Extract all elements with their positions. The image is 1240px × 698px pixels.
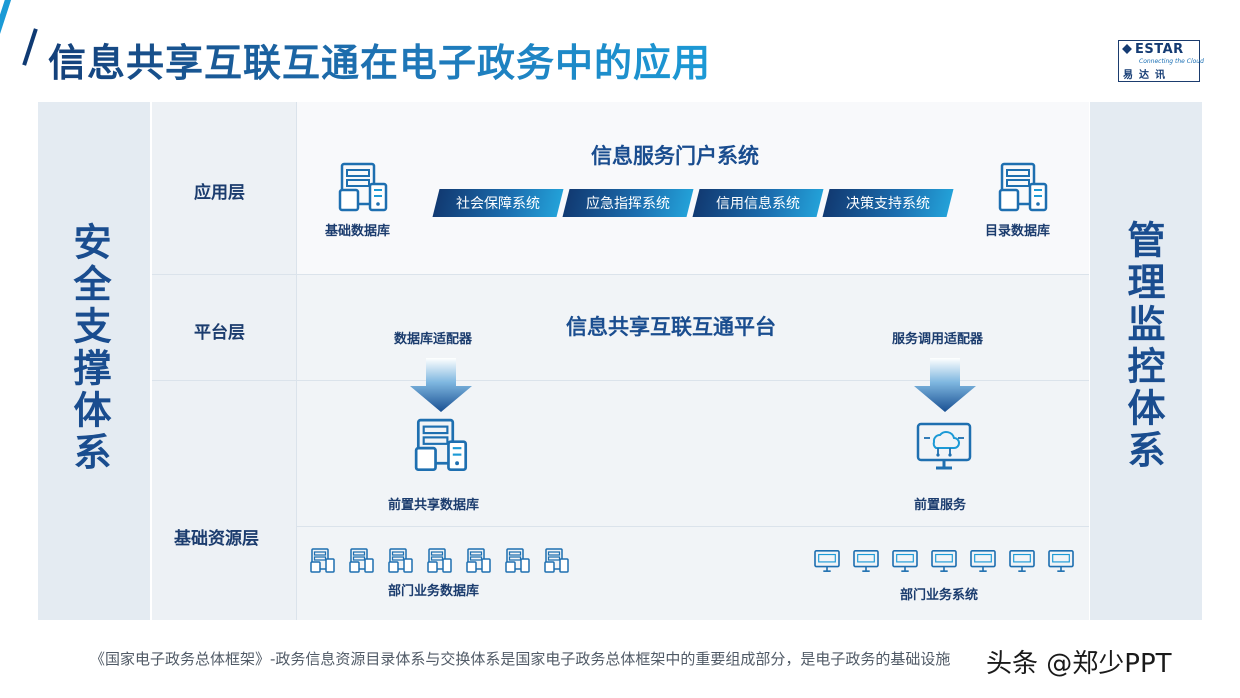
cloud-monitor-icon — [916, 418, 972, 474]
db-adapter-label: 数据库适配器 — [394, 332, 473, 347]
dept-db-label: 部门业务数据库 — [388, 584, 480, 599]
dept-system-icon — [814, 549, 840, 573]
front-db-icon — [414, 418, 470, 474]
dept-system-icon — [1048, 549, 1074, 573]
footer-caption: 《国家电子政务总体框架》-政务信息资源目录体系与交换体系是国家电子政务总体框架中… — [90, 650, 951, 668]
system-pill-label: 应急指挥系统 — [586, 196, 670, 212]
database-icon — [338, 162, 390, 214]
system-pill[interactable]: 社会保障系统 — [432, 189, 564, 217]
layer-label-platform: 平台层 — [194, 323, 245, 343]
catalog-db-label: 目录数据库 — [985, 224, 1051, 239]
dept-database-icon — [388, 548, 414, 574]
system-pill-label: 决策支持系统 — [846, 196, 930, 212]
logo-mark-icon — [1122, 44, 1132, 54]
layer-column — [152, 102, 296, 620]
layer-label-app: 应用层 — [194, 183, 245, 203]
dept-database-icon — [466, 548, 492, 574]
dept-database-icon — [349, 548, 375, 574]
divider — [297, 526, 1089, 527]
down-arrow-icon — [408, 358, 474, 412]
front-db-label: 前置共享数据库 — [388, 498, 480, 513]
decor-slash — [0, 0, 14, 116]
dept-system-icon — [892, 549, 918, 573]
security-system-label: 安全支撑体系 — [67, 222, 111, 474]
dept-system-icon — [970, 549, 996, 573]
dept-database-icon — [427, 548, 453, 574]
logo-cn: 易达讯 — [1123, 70, 1171, 81]
database-icon — [998, 162, 1050, 214]
dept-database-icon — [544, 548, 570, 574]
system-pill-label: 信用信息系统 — [716, 196, 800, 212]
monitor-panel — [1090, 102, 1202, 620]
app-layer-row — [297, 102, 1089, 274]
base-db-label: 基础数据库 — [325, 224, 391, 239]
decor-slash-dark — [22, 28, 38, 66]
security-panel — [38, 102, 150, 620]
portal-system-title: 信息服务门户系统 — [591, 144, 759, 168]
divider — [296, 102, 297, 620]
layer-label-base: 基础资源层 — [174, 529, 259, 549]
logo-brand: ESTAR — [1135, 42, 1184, 57]
platform-title: 信息共享互联互通平台 — [566, 315, 776, 339]
dept-system-icon — [931, 549, 957, 573]
page-title: 信息共享互联互通在电子政务中的应用 — [48, 32, 711, 87]
dept-system-icon — [853, 549, 879, 573]
dept-system-icon — [1009, 549, 1035, 573]
monitor-system-label: 管理监控体系 — [1121, 220, 1165, 472]
system-pill[interactable]: 信用信息系统 — [692, 189, 824, 217]
logo-tagline: Connecting the Cloud — [1139, 58, 1204, 65]
divider — [152, 274, 1089, 275]
dept-database-icon — [505, 548, 531, 574]
system-pill-label: 社会保障系统 — [456, 196, 540, 212]
divider — [152, 380, 1089, 381]
system-pill[interactable]: 应急指挥系统 — [562, 189, 694, 217]
front-service-label: 前置服务 — [914, 498, 967, 513]
brand-logo: ESTAR Connecting the Cloud 易达讯 — [1118, 40, 1204, 82]
system-pill[interactable]: 决策支持系统 — [822, 189, 954, 217]
down-arrow-icon — [912, 358, 978, 412]
svc-adapter-label: 服务调用适配器 — [892, 332, 984, 347]
dept-database-icon — [310, 548, 336, 574]
dept-sys-label: 部门业务系统 — [900, 588, 979, 603]
watermark: 头条 @郑少PPT — [986, 649, 1172, 679]
